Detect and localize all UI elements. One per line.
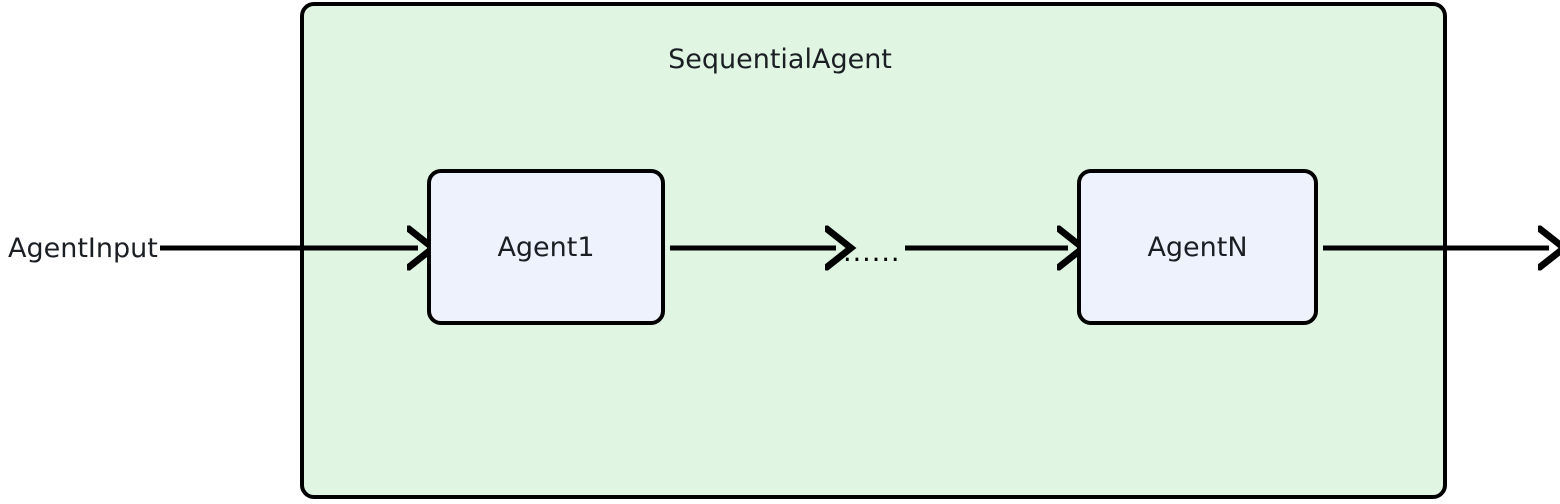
agent1-label: Agent1 (497, 232, 595, 263)
agent-input-label: AgentInput (8, 233, 158, 264)
ellipsis-label: ...... (843, 237, 901, 268)
sequential-agent-title-text: SequentialAgent (668, 44, 892, 75)
agent1-box[interactable] (427, 169, 665, 325)
sequential-agent-title: SequentialAgent (0, 46, 1560, 73)
agentn-label: AgentN (1147, 232, 1248, 263)
agentn-box[interactable] (1077, 169, 1318, 325)
